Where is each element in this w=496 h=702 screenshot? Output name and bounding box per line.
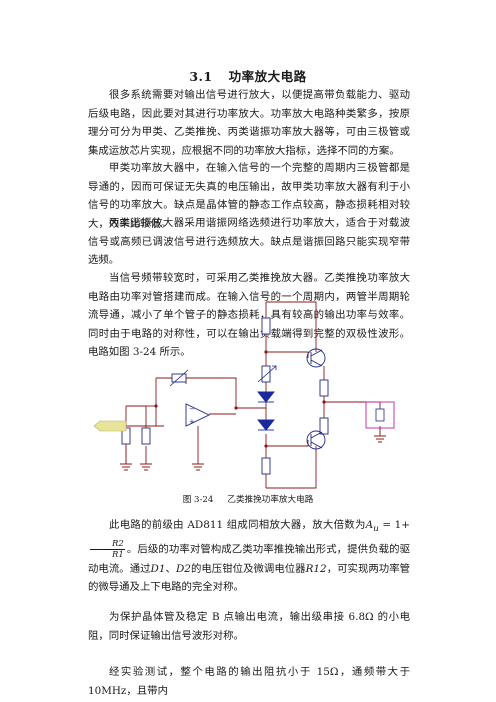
paragraph-class-b: 当信号频带较宽时，可采用乙类推挽放大器。乙类推挽功率放大电路由功率对管搭建而成。… [88,272,410,359]
paragraph-class-a: 甲类功率放大器中，在输入信号的一个完整的周期内三极管都是导通的，因而可保证无失真… [88,162,410,230]
figure-caption-text: 乙类推挽功率放大电路 [227,495,314,505]
figure-caption: 图 3-24 乙类推挽功率放大电路 [0,493,496,505]
p5-part-e: ，可实现两功率管的微导通及上下电路的完全对称。 [88,562,411,594]
paragraph-test-results: 经实验测试，整个电路的输出阻抗小于 15Ω，通频带大于 10MHz，且带内 [88,666,410,697]
p5-part-c: 、 [165,562,176,575]
p5-part-a: 此电路的前级由 AD811 组成同相放大器，放大倍数为 [109,519,366,531]
fraction-numerator: R2 [90,539,125,550]
gain-symbol-a: A [365,519,374,531]
gain-equation: = 1+ [378,519,410,531]
p5-part-d: 的电压钳位及微调电位器 [190,562,306,575]
gain-symbol-subscript: u [373,524,379,535]
figure-number: 图 3-24 [182,495,214,505]
fraction-denominator: R1 [112,549,124,560]
potentiometer-label: R12 [305,562,327,575]
paragraph-intro: 很多系统需要对输出信号进行放大，以便提高带负载能力、驱动后级电路，因此要对其进行… [88,89,410,157]
section-number: 3.1 [189,69,213,84]
paragraph-protection: 为保护晶体管及稳定 B 点输出电流，输出级串接 6.8Ω 的小电阻，同时保证输出… [88,611,410,642]
p5-part-b: 。后级的功率对管构成乙类功率推挽输出形式，提供负载的驱动电流。通过 [88,543,410,575]
svg-text:−: − [189,405,195,413]
section-title-text: 功率放大电路 [228,69,307,84]
diode-d1-label: D1 [150,562,166,575]
gain-symbol: Au [365,519,379,535]
section-title: 3.1 功率放大电路 [0,66,496,85]
diode-d2-label: D2 [175,562,191,575]
paragraph-class-c: 丙类谐振放大器采用谐振网络选频进行功率放大，适合于对载波信号或高频已调波信号进行… [88,217,410,267]
svg-text:+: + [189,418,195,426]
push-pull-circuit-diagram: − + [93,301,395,489]
